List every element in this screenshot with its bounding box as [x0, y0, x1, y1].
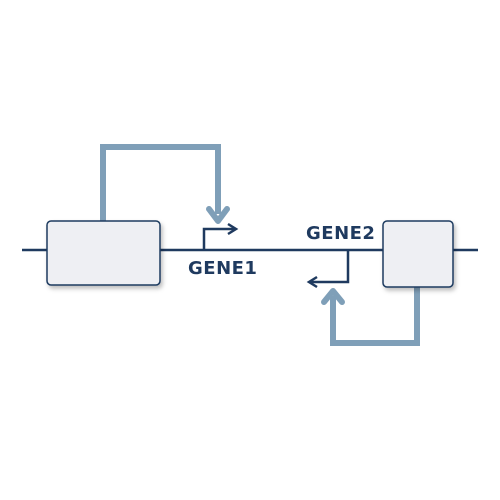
- gene1-label: GENE1: [188, 258, 258, 279]
- gene2-promoter-arrowhead: [306, 275, 318, 289]
- regulator-box-2: [382, 220, 454, 288]
- gene1-promoter-arrow: [202, 227, 234, 250]
- gene2-feedback-arrow: [330, 287, 420, 346]
- gene1-feedback-arrow: [100, 144, 221, 221]
- gene1-feedback-arrowhead: [206, 206, 230, 224]
- gene2-promoter-arrow: [311, 250, 350, 284]
- gene1-promoter-arrowhead: [227, 222, 239, 236]
- regulator-box-1: [46, 220, 161, 286]
- gene2-label: GENE2: [306, 223, 376, 244]
- gene2-feedback-arrowhead: [321, 288, 345, 305]
